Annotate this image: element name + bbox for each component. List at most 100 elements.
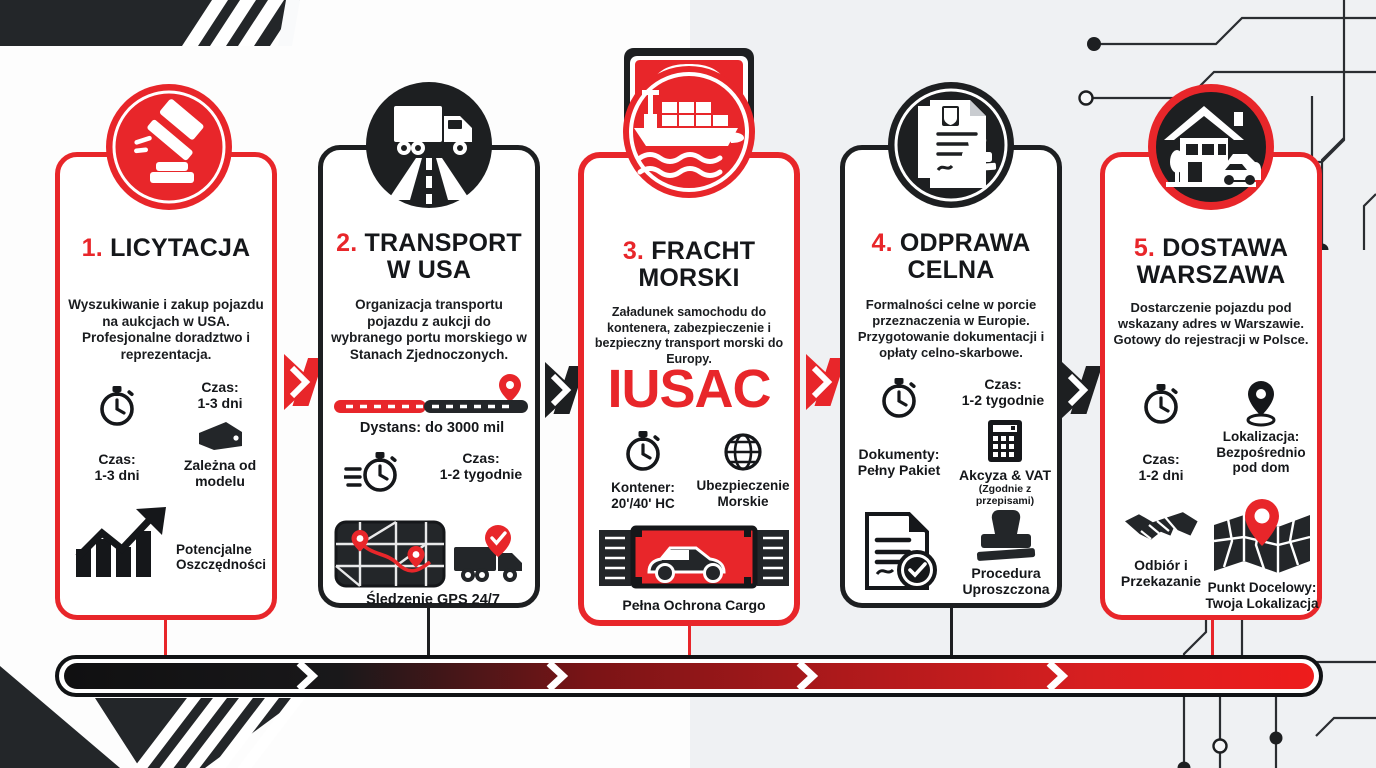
step-card-2[interactable]: 2. TRANSPORT W USA Organizacja transport… — [318, 145, 540, 608]
growth-chart-icon — [75, 507, 166, 577]
step-5-feature-time: Czas: 1-2 dni — [1119, 381, 1203, 483]
step-1-head-icon gavel-auction-icon — [106, 84, 232, 210]
step-5-feature-handover-label: Odbiór i Przekazanie — [1120, 557, 1202, 590]
step-2-description: Organizacja transportu pojazdu z aukcji … — [331, 297, 527, 363]
step-2-feature-distance-label: Dystans: do 3000 mil — [359, 420, 505, 436]
step-4-number: 4. — [871, 229, 893, 257]
step-5-title-line-1: DOSTAWA — [1162, 234, 1289, 262]
step-2-feature-gps: Śledzenie GPS 24/7 — [331, 518, 535, 609]
map-route-icon — [334, 520, 446, 588]
step-5-feature-location: Lokalizacja: Bezpośrednio pod dom — [1205, 379, 1317, 476]
step-5-title-line-2: WARSZAWA — [1136, 260, 1286, 289]
step-2-number: 2. — [336, 229, 358, 257]
step-3-feature-cargo: Pełna Ochrona Cargo — [592, 520, 796, 613]
step-4-feature-vat: Akcyza & VAT (Zgodnie z przepisami) — [949, 418, 1061, 507]
arrow-step-2-to-3 — [545, 362, 586, 418]
step-1-feature-savings: Potencjalne Oszczędności — [68, 505, 272, 579]
step-1-feature-savings-label: Potencjalne Oszczędności — [175, 541, 267, 573]
fast-stopwatch-icon — [344, 452, 397, 492]
calculator-icon — [988, 420, 1022, 462]
tracked-truck-icon — [454, 525, 522, 582]
step-2-title-line-2: W USA — [386, 255, 472, 284]
stopwatch-icon — [882, 378, 916, 418]
leadline-step-4 — [950, 608, 953, 665]
step-5-feature-destination-label: Punkt Docelowy: Twoja Lokalizacja — [1205, 580, 1319, 611]
step-2-feature-speed-icon-wrap — [335, 447, 415, 497]
step-5-title: 5. DOSTAWA WARSZAWA — [1111, 235, 1311, 288]
step-5-feature-handover: Odbiór i Przekazanie — [1113, 505, 1209, 589]
arrow-step-3-to-4 — [806, 354, 847, 410]
step-2-feature-time: Czas: 1-2 tygodnie — [427, 450, 535, 482]
stopwatch-icon — [626, 431, 660, 471]
price-tag-wallet-icon — [199, 422, 242, 451]
step-1-title: 1. LICYTACJA — [66, 235, 266, 262]
globe-icon — [724, 433, 762, 471]
step-4-feature-signed-doc — [853, 512, 949, 590]
container-car-icon — [599, 525, 789, 589]
rubber-stamp-icon — [976, 510, 1036, 561]
step-card-4[interactable]: 4. ODPRAWA CELNA Formalności celne w por… — [840, 145, 1062, 608]
step-3-feature-container-label: Kontener: 20'/40' HC — [611, 480, 675, 511]
step-3-title-line-2: MORSKI — [638, 263, 740, 292]
step-3-description: Załadunek samochodu do kontenera, zabezp… — [594, 305, 784, 366]
step-card-1[interactable]: 1. LICYTACJA Wyszukiwanie i zakup pojazd… — [55, 152, 277, 620]
step-5-feature-location-label: Lokalizacja: Bezpośrednio pod dom — [1216, 429, 1306, 476]
step-3-number: 3. — [622, 237, 645, 265]
step-2-feature-time-label: Czas: 1-2 tygodnie — [439, 450, 523, 483]
signed-document-check-icon — [865, 512, 937, 590]
step-2-head-icon truck-on-road-icon — [366, 82, 492, 208]
step-card-5[interactable]: 5. DOSTAWA WARSZAWA Dostarczenie pojazdu… — [1100, 152, 1322, 620]
step-3-feature-insurance-label: Ubezpieczenie Morskie — [696, 478, 790, 509]
map-pin-icon — [1246, 381, 1276, 427]
step-4-title-line-2: CELNA — [907, 255, 995, 284]
step-1-feature-time: Czas: 1-3 dni — [74, 383, 160, 483]
step-4-title: 4. ODPRAWA CELNA — [851, 230, 1051, 283]
step-1-feature-duration-label: Czas: 1-3 dni — [197, 379, 243, 412]
step-1-feature-time-label: Czas: 1-3 dni — [94, 451, 140, 484]
step-3-head-icon cargo-ship-shield-icon — [623, 48, 755, 198]
leadline-step-1 — [164, 617, 167, 665]
top-left-stripe-decoration — [0, 0, 300, 46]
step-5-description: Dostarczenie pojazdu pod wskazany adres … — [1113, 300, 1309, 348]
step-1-feature-cost: Czas: 1-3 dni Zależna od modelu — [170, 379, 270, 489]
step-4-feature-time: Czas: 1-2 tygodnie — [949, 376, 1057, 408]
step-5-feature-time-label: Czas: 1-2 dni — [1138, 451, 1184, 484]
step-3-title-line-1: FRACHT — [651, 237, 756, 265]
timeline-progress-bar[interactable] — [55, 655, 1323, 697]
step-4-feature-time-icon-wrap — [857, 375, 941, 421]
leadline-step-3 — [688, 626, 691, 665]
stopwatch-icon — [100, 386, 134, 426]
step-5-feature-destination: Punkt Docelowy: Twoja Lokalizacja — [1205, 495, 1319, 611]
step-2-title: 2. TRANSPORT W USA — [329, 230, 529, 283]
leadline-step-2 — [427, 608, 430, 665]
brand-wordmark: IUSAC — [607, 359, 771, 419]
step-card-3[interactable]: 3. FRACHT MORSKI Załadunek samochodu do … — [578, 152, 800, 626]
step-3-title: 3. FRACHT MORSKI — [590, 238, 788, 291]
stopwatch-icon — [1144, 384, 1178, 424]
step-4-title-line-1: ODPRAWA — [899, 229, 1031, 257]
step-4-description: Formalności celne w porcie przeznaczenia… — [857, 297, 1045, 361]
step-4-head-icon customs-document-stamp-icon — [888, 82, 1014, 208]
step-4-feature-procedure: Procedura Uproszczona — [951, 508, 1061, 597]
step-3-feature-container: Kontener: 20'/40' HC — [596, 428, 690, 511]
step-3-feature-insurance: Ubezpieczenie Morskie — [692, 428, 794, 509]
map-with-pin-icon — [1213, 499, 1311, 573]
arrow-step-1-to-2 — [284, 354, 325, 410]
step-1-number: 1. — [81, 234, 103, 262]
step-1-description: Wyszukiwanie i zakup pojazdu na aukcjach… — [68, 297, 264, 363]
step-4-feature-procedure-label: Procedura Uproszczona — [962, 565, 1050, 598]
step-2-title-line-1: TRANSPORT — [364, 229, 522, 257]
step-5-head-icon house-with-car-icon — [1148, 84, 1274, 210]
step-4-feature-documents: Dokumenty: Pełny Pakiet — [849, 446, 949, 478]
step-4-feature-vat-sublabel: (Zgodnie z przepisami) — [975, 483, 1035, 508]
leadline-step-5 — [1211, 617, 1214, 665]
handshake-icon — [1121, 509, 1201, 543]
step-2-feature-gps-label: Śledzenie GPS 24/7 — [366, 592, 500, 608]
arrow-step-4-to-5 — [1062, 362, 1103, 418]
distance-bar-icon — [334, 374, 528, 413]
step-2-feature-distance: Dystans: do 3000 mil — [329, 372, 535, 437]
step-5-number: 5. — [1133, 234, 1156, 262]
step-4-feature-vat-label: Akcyza & VAT — [958, 467, 1052, 483]
step-1-feature-cost-label: Zależna od modelu — [183, 457, 257, 490]
